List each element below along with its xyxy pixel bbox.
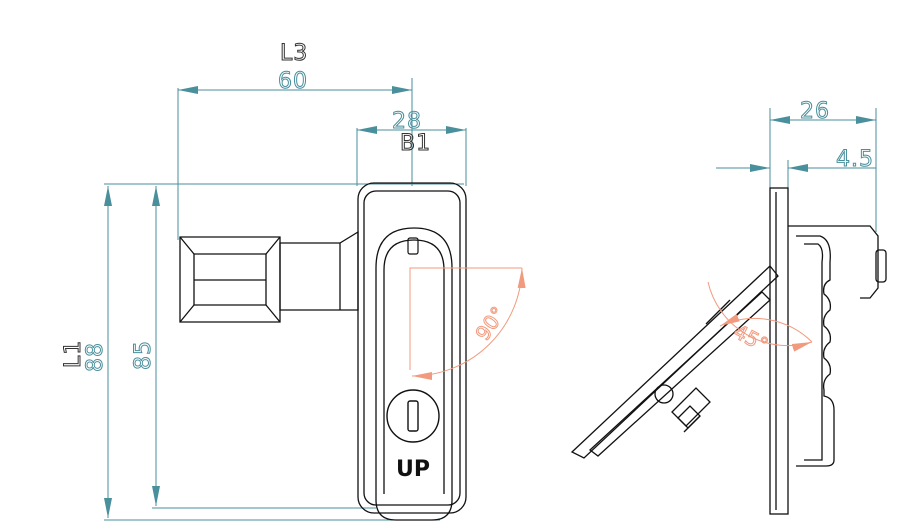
- dimension-overall-height: L1 88: [61, 183, 464, 521]
- dimension-depth: 26: [769, 99, 877, 232]
- embossed-up-text: UP: [396, 457, 430, 482]
- tilted-handle: [570, 265, 779, 459]
- front-view: L3 60 28 B1 L1 88 85: [61, 41, 526, 521]
- label-b1: B1: [400, 131, 431, 156]
- back-body: [788, 225, 887, 467]
- value-85: 85: [131, 340, 156, 370]
- lever-body: [179, 230, 359, 323]
- value-28: 28: [392, 109, 422, 134]
- pivot-bolt-icon: [654, 384, 711, 433]
- angle-90-label: 90°: [470, 302, 510, 345]
- value-4-5: 4.5: [836, 147, 874, 172]
- top-slot: [407, 237, 419, 255]
- mounting-plate: [769, 187, 789, 515]
- angle-45-label: 45°: [730, 319, 773, 357]
- dimension-overall-width: L3 60: [177, 41, 413, 240]
- value-88: 88: [83, 342, 108, 372]
- value-26: 26: [800, 99, 830, 124]
- dimension-handle-height: 85: [131, 186, 376, 509]
- label-l1: L1: [61, 340, 86, 368]
- label-l3: L3: [280, 41, 308, 66]
- value-60: 60: [278, 69, 308, 94]
- lock-cylinder-icon: [386, 389, 440, 443]
- dimension-handle-width: 28 B1: [356, 109, 467, 186]
- side-view: 26 4.5: [570, 99, 887, 515]
- dimension-plate-thickness: 4.5: [716, 147, 876, 192]
